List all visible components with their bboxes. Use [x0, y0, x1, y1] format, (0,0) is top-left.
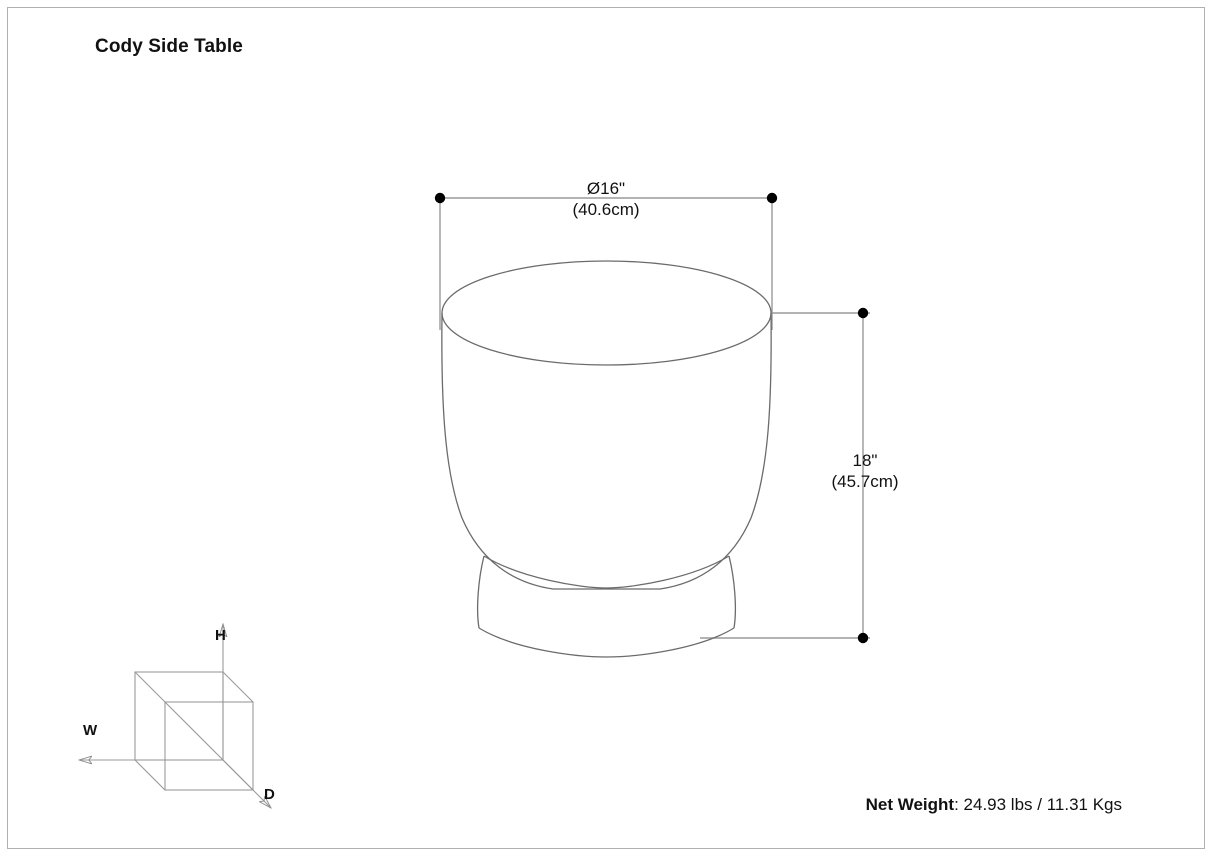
marker-height-bottom — [857, 632, 869, 644]
cube-front-face — [164, 701, 254, 791]
height-metric: (45.7cm) — [831, 472, 899, 491]
axis-label-depth: D — [264, 786, 275, 803]
width-imperial: Ø16" — [586, 179, 626, 198]
cube-edge-tr — [222, 671, 254, 703]
height-dimension-label: 18" (45.7cm) — [790, 450, 940, 492]
width-dimension-label: Ø16" (40.6cm) — [506, 178, 706, 220]
cube-axis-arrows — [79, 624, 271, 808]
marker-width-right — [766, 192, 778, 204]
axis-label-width: W — [83, 722, 98, 739]
pedestal-bottom-arc — [478, 627, 735, 658]
net-weight-label: Net Weight — [865, 795, 955, 814]
pedestal-right-side — [728, 555, 737, 629]
product-silhouette — [441, 260, 772, 658]
table-top-ellipse — [441, 260, 772, 366]
cube-edge-bl — [134, 759, 166, 791]
dimension-lines — [439, 197, 870, 639]
net-weight-value: 24.93 lbs / 11.31 Kgs — [963, 795, 1122, 814]
orientation-cube-legend — [55, 610, 305, 835]
net-weight-line: Net Weight: 24.93 lbs / 11.31 Kgs — [866, 795, 1122, 815]
depth-axis-arrow — [164, 701, 271, 808]
table-bowl-body — [441, 312, 772, 590]
axis-label-height: H — [215, 627, 226, 644]
marker-height-top — [857, 307, 869, 319]
width-metric: (40.6cm) — [572, 200, 640, 219]
pedestal-top-arc — [483, 555, 730, 589]
dimension-endpoint-markers — [434, 192, 869, 644]
pedestal-left-side — [476, 555, 485, 629]
net-weight-separator: : — [954, 795, 964, 814]
height-imperial: 18" — [852, 451, 878, 470]
cube-edge-tl — [134, 671, 166, 703]
page-title: Cody Side Table — [95, 36, 243, 57]
marker-width-left — [434, 192, 446, 204]
